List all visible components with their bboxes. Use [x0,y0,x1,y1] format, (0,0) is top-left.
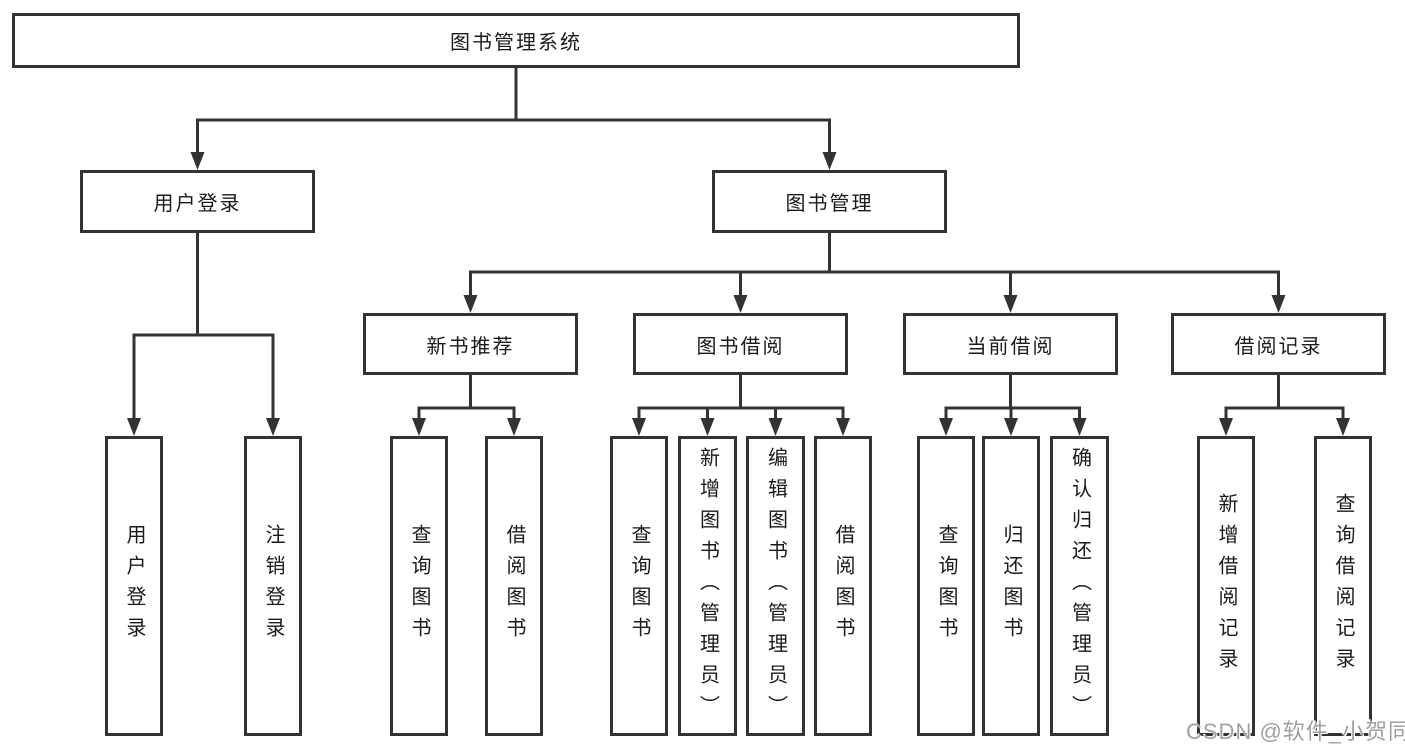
node-label: 用户登录 [153,193,242,215]
node-label: 编辑图书（管理员） [764,446,787,726]
csdn-watermark: CSDN @软件_小贺同学 [1186,719,1405,744]
node-label: 注销登录 [262,524,284,648]
diagram-node-leaf-confirm-return: 确认归还（管理员） [1050,436,1109,736]
diagram-node-leaf-edit-book: 编辑图书（管理员） [746,436,805,736]
diagram-node-borrow-records: 借阅记录 [1171,313,1386,375]
diagram-node-leaf-logout: 注销登录 [244,436,302,736]
node-label: 新增借阅记录 [1215,493,1237,679]
diagram-node-leaf-return-book: 归还图书 [982,436,1040,736]
node-label: 确认归还（管理员） [1068,446,1091,726]
diagram-node-leaf-query-book-3: 查询图书 [917,436,975,736]
diagram-node-leaf-user-login: 用户登录 [105,436,163,736]
diagram-node-book-borrow: 图书借阅 [633,313,848,375]
diagram-node-leaf-borrow-book-1: 借阅图书 [485,436,543,736]
node-label: 新增图书（管理员） [696,446,719,726]
node-label: 新书推荐 [426,335,515,358]
node-label: 用户登录 [123,524,145,648]
node-label: 图书管理 [785,193,874,215]
node-label: 借阅图书 [503,524,525,648]
node-label: 图书借阅 [696,335,785,358]
node-label: 归还图书 [1000,524,1022,648]
diagram-node-book-mgmt: 图书管理 [712,170,947,233]
node-label: 当前借阅 [966,335,1055,358]
diagram-node-root: 图书管理系统 [12,13,1020,68]
diagram-node-leaf-add-book: 新增图书（管理员） [678,436,737,736]
diagram-node-leaf-query-record: 查询借阅记录 [1314,436,1372,736]
node-label: 借阅记录 [1234,335,1323,358]
diagram-node-user-login: 用户登录 [80,170,315,233]
diagram-node-leaf-query-book-1: 查询图书 [390,436,448,736]
node-label: 查询借阅记录 [1332,493,1354,679]
node-label: 查询图书 [935,524,957,648]
diagram-node-leaf-query-book-2: 查询图书 [610,436,668,736]
node-label: 借阅图书 [832,524,854,648]
node-label: 图书管理系统 [450,32,582,54]
diagram-node-leaf-borrow-book-2: 借阅图书 [814,436,872,736]
diagram-node-new-book-rec: 新书推荐 [363,313,578,375]
diagram-node-current-borrow: 当前借阅 [903,313,1118,375]
node-label: 查询图书 [408,524,430,648]
diagram-node-leaf-add-record: 新增借阅记录 [1197,436,1255,736]
node-label: 查询图书 [628,524,650,648]
